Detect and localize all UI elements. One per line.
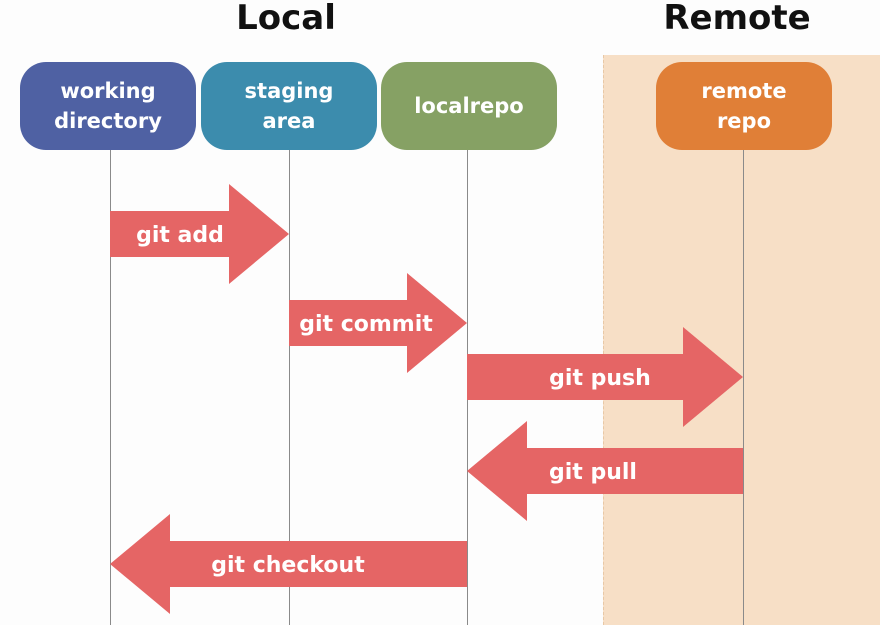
local-repo-label: localrepo (414, 94, 524, 118)
git-pull-arrow (467, 421, 743, 521)
git-add-arrow (110, 184, 289, 284)
local-repo-node: localrepo (381, 62, 557, 150)
working-directory-lifeline (110, 150, 111, 625)
working-directory-label: working directory (54, 79, 162, 133)
git-checkout-arrow (110, 514, 467, 614)
remote-repo-node: remote repo (656, 62, 832, 150)
git-pull-label: git pull (549, 460, 637, 485)
git-checkout-label: git checkout (211, 553, 365, 578)
staging-area-lifeline (289, 150, 290, 625)
git-push-arrow (467, 327, 743, 427)
git-push-label: git push (549, 366, 651, 391)
remote-section-title: Remote (663, 0, 811, 38)
git-add-label: git add (136, 223, 224, 248)
staging-area-label: staging area (244, 79, 334, 133)
staging-area-node: staging area (201, 62, 377, 150)
remote-zone-background (603, 55, 880, 625)
working-directory-node: working directory (20, 62, 196, 150)
remote-repo-lifeline (743, 150, 744, 625)
git-commit-arrow (289, 273, 467, 373)
git-commit-label: git commit (299, 312, 433, 337)
remote-repo-label: remote repo (701, 79, 787, 133)
local-section-title: Local (236, 0, 336, 38)
